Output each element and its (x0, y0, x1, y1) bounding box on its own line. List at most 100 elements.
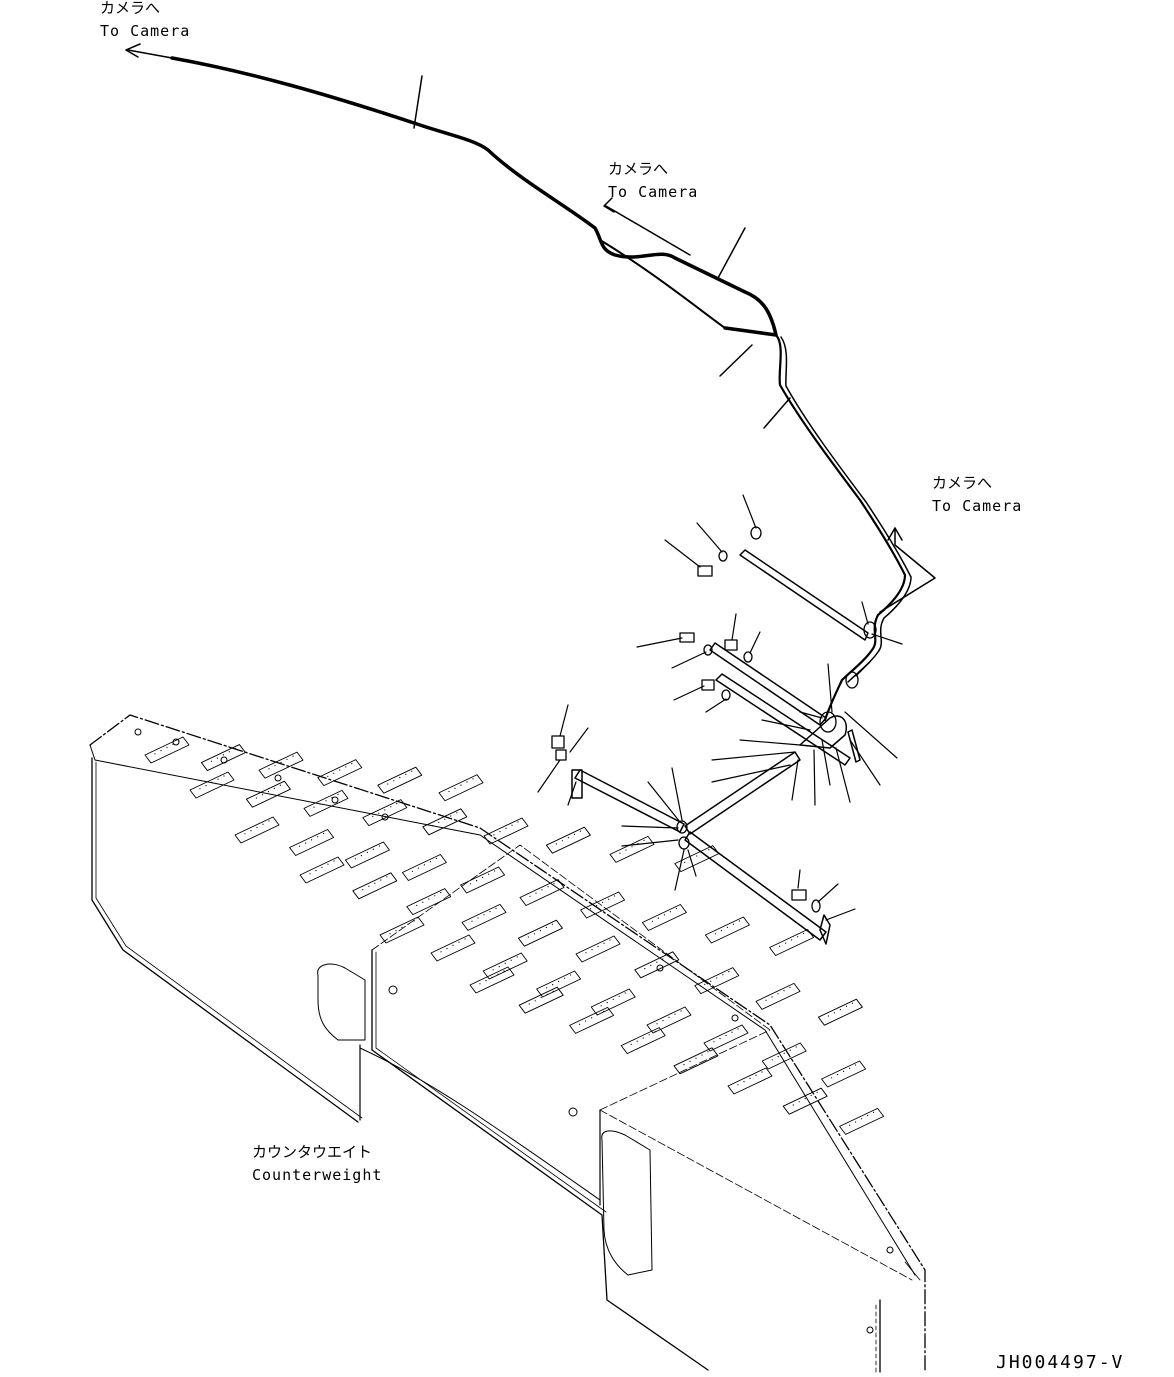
plate-dot (636, 1040, 638, 1042)
plate-dot (464, 938, 466, 940)
plate-dot (399, 777, 401, 779)
plate-dot (541, 889, 543, 891)
plate-dot (262, 823, 264, 825)
camera-label-3-jp: カメラへ (932, 474, 993, 492)
counterweight-plate (352, 872, 398, 900)
plate-dot (804, 1098, 806, 1100)
plate-dot (489, 911, 491, 913)
plate-dot (517, 821, 519, 823)
plate-dot (614, 895, 616, 897)
plate-dot (386, 876, 388, 878)
plate-dot (810, 1094, 812, 1096)
plate-dot (749, 1077, 751, 1079)
counterweight-label-en: Counterweight (252, 1166, 383, 1184)
plate-dot (651, 920, 654, 922)
plate-dot (505, 827, 507, 830)
counterweight-plate (460, 866, 506, 894)
plate-dot (154, 753, 156, 755)
plate-dot (696, 855, 698, 857)
plate-dot (603, 942, 605, 944)
counterweight-plate (646, 1006, 692, 1034)
counterweight-plate (200, 744, 246, 771)
plate-dot (366, 851, 368, 854)
plate-dot (791, 939, 793, 941)
plate-dot (432, 825, 434, 827)
plate-dot (315, 870, 317, 872)
plate-dot (482, 876, 484, 879)
plate-dot (552, 984, 554, 986)
plate-dot (546, 993, 548, 996)
plate-dot (351, 763, 353, 765)
plate-dot (603, 1010, 605, 1013)
plate-dot (178, 740, 180, 742)
plate-dot (643, 839, 645, 842)
counterweight-plate (461, 903, 507, 931)
plate-dot (483, 914, 485, 916)
plate-dot (690, 858, 692, 860)
plate-dot (737, 1084, 739, 1086)
plate-dot (527, 936, 530, 938)
plate-dot (558, 980, 560, 983)
plate-dot (625, 849, 627, 851)
plate-dot (372, 815, 374, 818)
plate-dot (789, 986, 791, 989)
plate-dot (551, 923, 554, 925)
counterweight-plate (401, 854, 447, 881)
plate-dot (567, 837, 570, 839)
plate-dot (460, 784, 462, 786)
plate-dot (837, 1074, 839, 1076)
plate-dot (547, 886, 549, 888)
plate-dot (368, 885, 370, 888)
counterweight-plate (189, 771, 235, 799)
upper-bracket (739, 549, 869, 641)
plate-dot (407, 923, 409, 925)
plate-dot (491, 976, 493, 979)
camera-label-1-en: To Camera (100, 22, 191, 40)
plate-dot (428, 898, 430, 900)
plate-dot (602, 901, 604, 904)
counterweight-plate (379, 916, 425, 944)
counterweight-plate (569, 1006, 615, 1034)
plate-dot (644, 968, 646, 970)
plate-dot (798, 1101, 800, 1103)
plate-dot (210, 760, 212, 762)
plate-dot (448, 790, 450, 793)
plate-dot (393, 780, 395, 782)
plate-dot (354, 858, 356, 860)
middle-bracket (709, 642, 851, 766)
plate-dot (374, 882, 376, 884)
counterweight-plate (634, 951, 680, 979)
plate-dot (372, 848, 374, 850)
plate-dot (498, 966, 500, 968)
counterweight-plate (344, 841, 390, 869)
counterweight-plate (620, 1027, 666, 1055)
plate-dot (444, 818, 446, 820)
lower-frame (571, 715, 861, 945)
plate-dot (619, 852, 621, 854)
counterweight-plate (703, 1024, 749, 1052)
plate-dot (579, 1023, 581, 1025)
plate-dot (797, 936, 799, 938)
plate-dot (440, 951, 442, 953)
plate-dot (668, 1016, 670, 1019)
plate-dot (624, 992, 626, 994)
plate-dot (327, 863, 329, 865)
plate-dot (492, 969, 494, 971)
plate-dot (479, 983, 481, 985)
counterweight-plate (839, 1107, 885, 1135)
counterweight-plate (303, 789, 349, 817)
plate-dot (333, 772, 335, 774)
plate-dot (662, 1020, 664, 1022)
plate-dot (606, 1002, 608, 1004)
counterweight-plate (727, 1067, 773, 1095)
plate-dot (261, 794, 263, 796)
plate-dot (608, 898, 610, 900)
plate-dot (511, 824, 513, 826)
plate-dot (561, 840, 564, 842)
plate-dot (360, 855, 362, 857)
plate-dot (833, 1012, 836, 1014)
plate-dot (631, 846, 633, 848)
counterweight-plate (590, 988, 636, 1016)
plate-dot (305, 842, 307, 844)
plate-dot (719, 1038, 721, 1040)
